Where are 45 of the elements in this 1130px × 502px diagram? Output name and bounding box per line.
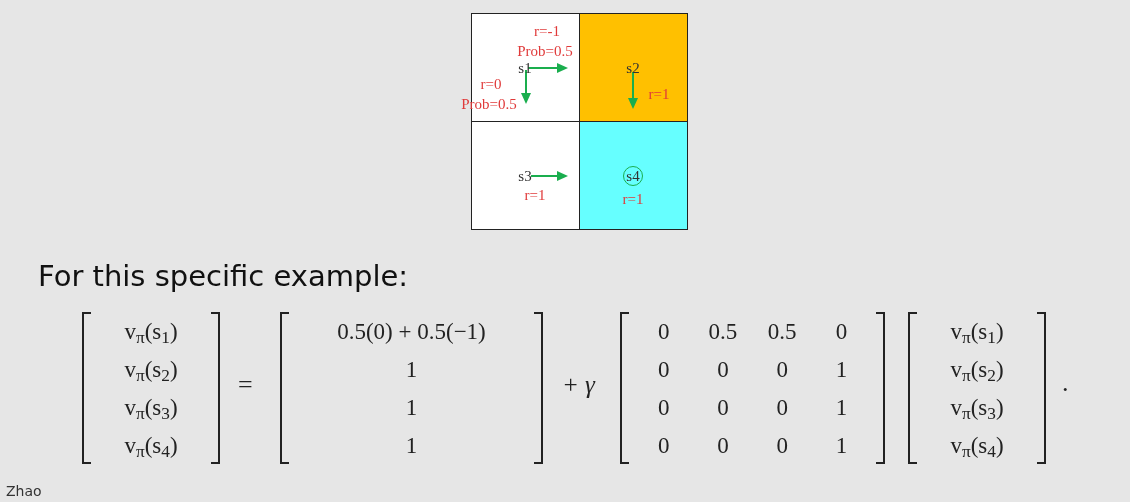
matrix-entry: 0	[657, 395, 670, 419]
matrix-entry: 1	[405, 395, 418, 419]
matrix-entry: v$_{π}$(s$_{2}$)	[124, 357, 178, 381]
matrix-entry: 0	[835, 319, 848, 343]
period: .	[1062, 370, 1069, 396]
matrix-entry: 1	[405, 357, 418, 381]
reward-label: r=1	[648, 86, 670, 102]
grid-cell	[579, 121, 688, 230]
matrix-entry: 0	[776, 395, 788, 419]
matrix-entry: v$_{π}$(s$_{3}$)	[124, 395, 178, 419]
reward-label: r=-1	[534, 23, 560, 39]
state-label: s3	[518, 168, 532, 184]
matrix-entry: v$_{π}$(s$_{4}$)	[950, 433, 1004, 457]
matrix-entry: 0	[776, 433, 788, 457]
reward-label: r=1	[622, 191, 644, 207]
matrix-entry: 1	[835, 433, 848, 457]
grid-cell	[579, 13, 688, 122]
heading-text: For this specific example:	[38, 262, 409, 291]
state-label: s1	[518, 60, 532, 76]
author-text: Zhao	[6, 484, 42, 498]
matrix-entry: v$_{π}$(s$_{4}$)	[124, 433, 178, 457]
matrix-entry: 0.5	[708, 319, 738, 343]
matrix-entry: 1	[405, 433, 418, 457]
matrix-entry: 1	[835, 395, 848, 419]
matrix-entry: 0	[717, 433, 729, 457]
matrix-entry: v$_{π}$(s$_{2}$)	[950, 357, 1004, 381]
equals-sign: =	[238, 372, 253, 398]
matrix-entry: v$_{π}$(s$_{1}$)	[124, 319, 178, 343]
reward-label: Prob=0.5	[517, 43, 573, 59]
matrix-entry: 0	[657, 357, 670, 381]
matrix-entry: v$_{π}$(s$_{1}$)	[950, 319, 1004, 343]
matrix-entry: v$_{π}$(s$_{3}$)	[950, 395, 1004, 419]
reward-label: r=1	[524, 187, 546, 203]
matrix-entry: 0	[657, 319, 670, 343]
matrix-entry: 1	[835, 357, 848, 381]
matrix-entry: 0.5	[767, 319, 797, 343]
matrix-entry: 0	[657, 433, 670, 457]
grid-cell	[471, 121, 580, 230]
reward-label: r=0	[480, 76, 502, 92]
matrix-entry: 0	[776, 357, 788, 381]
matrix-entry: 0	[717, 357, 729, 381]
state-label: s2	[626, 60, 640, 76]
matrix-entry: 0.5(0) + 0.5(−1)	[337, 319, 486, 343]
plus-gamma: + γ	[562, 372, 595, 397]
matrix-entry: 0	[717, 395, 729, 419]
